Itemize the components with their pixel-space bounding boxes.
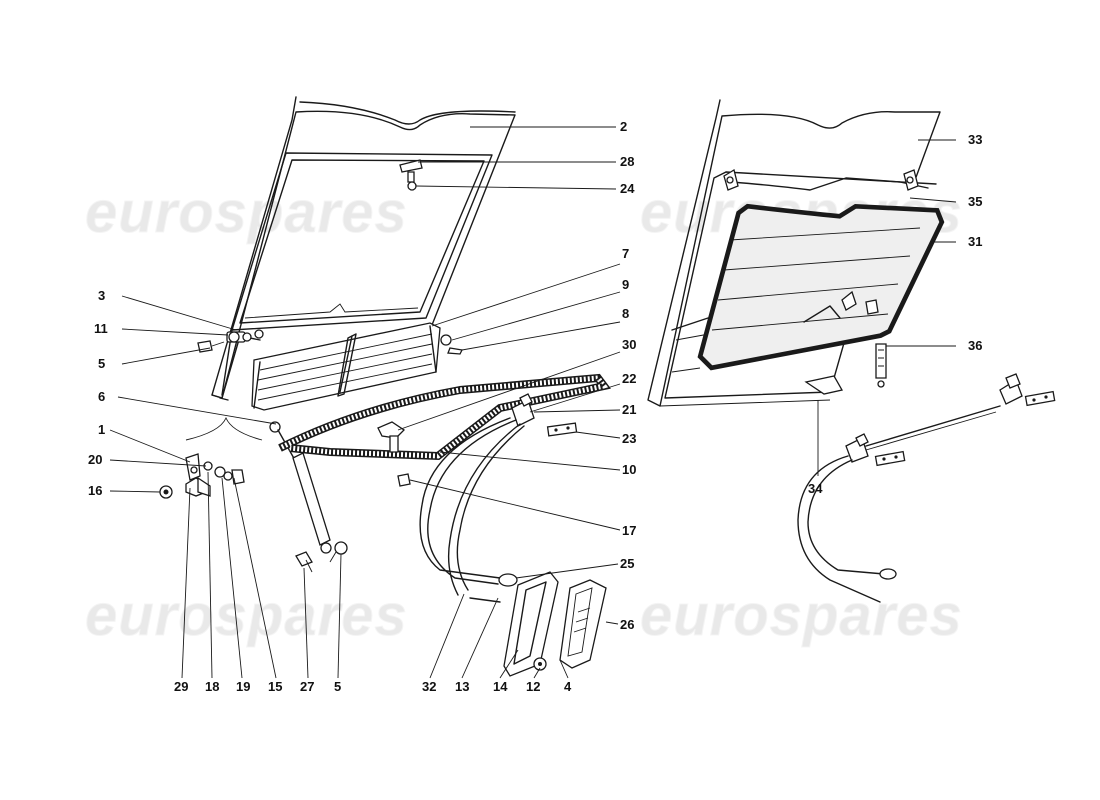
lid-right-outline: [647, 99, 941, 407]
callout-27: 27: [300, 679, 314, 694]
callout-8: 8: [622, 306, 629, 321]
callout-13: 13: [455, 679, 469, 694]
callout-3: 3: [98, 288, 105, 303]
callout-4: 4: [564, 679, 572, 694]
callout-34: 34: [808, 481, 823, 496]
callout-32: 32: [422, 679, 436, 694]
lid-window-frame: [231, 152, 493, 331]
bolt-27-and-5: [295, 541, 348, 573]
callout-24: 24: [620, 181, 635, 196]
callout-10: 10: [622, 462, 636, 477]
right-lid-assembly: [647, 99, 1056, 603]
callout-25: 25: [620, 556, 634, 571]
callout-19: 19: [236, 679, 250, 694]
callout-2: 2: [620, 119, 627, 134]
callout-18: 18: [205, 679, 219, 694]
callout-5-bottom: 5: [334, 679, 341, 694]
watermark-top-left: eurospares: [85, 180, 408, 245]
callout-15: 15: [268, 679, 282, 694]
hinges-35: [723, 168, 919, 191]
callout-22: 22: [622, 371, 636, 386]
leader-lines: [109, 126, 957, 679]
callout-30: 30: [622, 337, 636, 352]
latch-28: [399, 159, 423, 191]
release-cables: [419, 417, 525, 603]
strut-36: [875, 343, 887, 388]
callout-16: 16: [88, 483, 102, 498]
callout-33: 33: [968, 132, 982, 147]
nut-12-hole: [538, 662, 542, 666]
callout-21: 21: [622, 402, 636, 417]
watermark-bottom-left: eurospares: [85, 583, 408, 648]
callout-5: 5: [98, 356, 105, 371]
bolt-8: [447, 347, 463, 355]
callout-23: 23: [622, 431, 636, 446]
release-handle-14: [503, 571, 559, 677]
callout-35: 35: [968, 194, 982, 209]
callout-6: 6: [98, 389, 105, 404]
left-lid-assembly: [159, 96, 611, 677]
engine-lid-outline: [211, 96, 516, 399]
callout-7: 7: [622, 246, 629, 261]
washer-9: [440, 334, 452, 346]
callout-14: 14: [493, 679, 508, 694]
handle-housing-26: [559, 579, 607, 669]
callout-28: 28: [620, 154, 634, 169]
callout-31: 31: [968, 234, 982, 249]
callout-12: 12: [526, 679, 540, 694]
knob-30: [377, 421, 406, 453]
right-latch-cable: [797, 373, 1056, 603]
callout-9: 9: [622, 277, 629, 292]
callout-11: 11: [94, 321, 108, 336]
louver-panel: [251, 322, 441, 411]
lid-window-ledge: [244, 303, 419, 319]
callout-20: 20: [88, 452, 102, 467]
latch-21: [511, 393, 578, 437]
hinge-left: [197, 329, 264, 353]
hinge-bracket-cluster: [159, 416, 263, 499]
callout-labels: 2 28 24 7 9 8 30 22 21 23 10 17 25 26 3 …: [88, 119, 982, 694]
callout-1: 1: [98, 422, 105, 437]
lid-right-inner: [731, 177, 929, 191]
grommet-17: [397, 473, 411, 487]
callout-26: 26: [620, 617, 634, 632]
callout-29: 29: [174, 679, 188, 694]
callout-17: 17: [622, 523, 636, 538]
callout-36: 36: [968, 338, 982, 353]
watermark-bottom-right: eurospares: [640, 583, 963, 648]
insulation-pad: [697, 203, 945, 371]
seal-30: [278, 373, 611, 461]
bracket-34: [804, 375, 844, 395]
